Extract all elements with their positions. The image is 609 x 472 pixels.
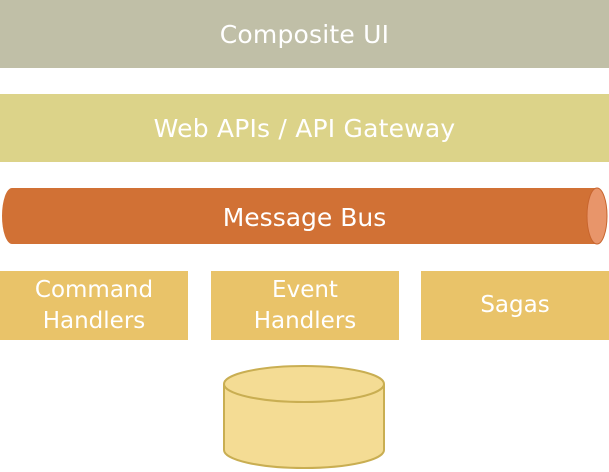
web-apis-label: Web APIs / API Gateway (153, 113, 456, 143)
message-bus-body (2, 188, 607, 244)
database-top (223, 365, 385, 403)
web-apis-layer: Web APIs / API Gateway (0, 94, 609, 162)
event-handlers-box: Event Handlers (211, 271, 399, 340)
message-bus-end-cap (586, 187, 608, 245)
composite-ui-layer: Composite UI (0, 0, 609, 68)
database-body (223, 384, 385, 469)
database-cylinder (223, 365, 385, 469)
message-bus-label: Message Bus (222, 202, 387, 232)
command-handlers-box: Command Handlers (0, 271, 188, 340)
composite-ui-label: Composite UI (219, 19, 390, 49)
message-bus-cylinder (2, 187, 608, 245)
sagas-box: Sagas (421, 271, 609, 340)
